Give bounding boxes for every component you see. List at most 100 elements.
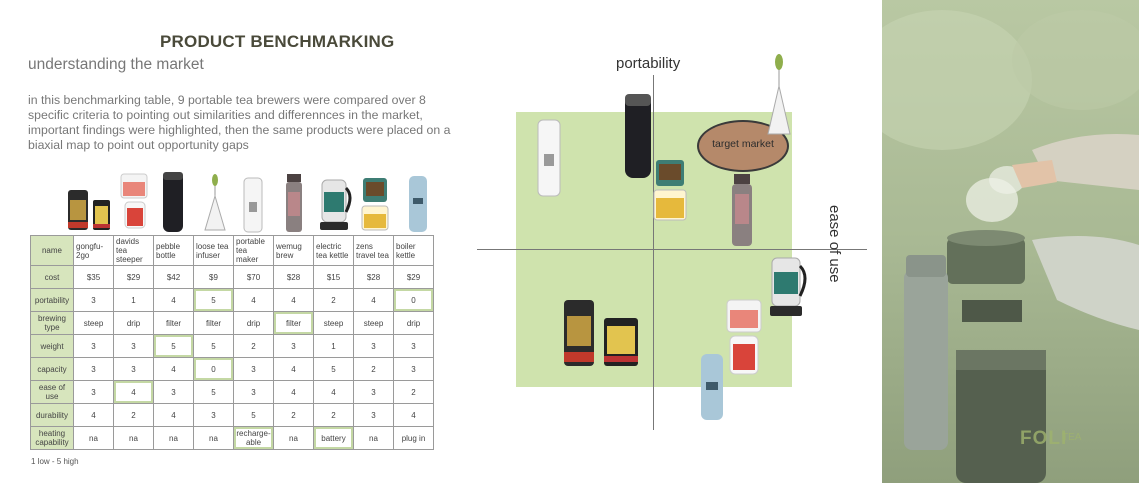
table-row: ease of use 3 4 3 5 3 4 4 3 2 [30,380,434,404]
table-cell: 3 [153,380,194,404]
table-cell: plug in [393,426,434,450]
scale-note: 1 low - 5 high [31,457,79,466]
intro-paragraph: in this benchmarking table, 9 portable t… [28,93,451,152]
map-x-axis-label: ease of use [826,205,843,283]
table-cell: 2 [233,334,274,358]
table-cell: $15 [313,265,354,289]
camping-tea-photo [882,0,1139,483]
row-header: cost [30,265,74,289]
target-market-label: target market [712,138,774,150]
row-header: capacity [30,357,74,381]
row-header: brewing type [30,311,74,335]
column-header: loose tea infuser [193,235,234,266]
page-subtitle: understanding the market [28,56,204,73]
map-x-axis [477,249,867,250]
table-cell: 3 [353,334,394,358]
table-row: cost $35 $29 $42 $9 $70 $28 $15 $28 $29 [30,265,434,289]
column-header: wemug brew [273,235,314,266]
map-product-teamaker [537,119,561,197]
column-header: zens travel tea [353,235,394,266]
table-cell: 3 [273,334,314,358]
table-cell: $28 [273,265,314,289]
map-product-wemug [732,174,752,246]
table-cell: 2 [313,288,354,312]
table-cell: 3 [193,403,234,427]
page-title: PRODUCT BENCHMARKING [160,32,395,51]
row-header: ease of use [30,380,74,404]
benchmark-table: name gongfu-2go davids tea steeper pebbl… [30,235,434,450]
table-corner-label: name [30,235,74,266]
table-cell: na [113,426,154,450]
table-cell: 2 [393,380,434,404]
table-cell: drip [113,311,154,335]
table-cell: na [73,426,114,450]
table-cell: $35 [73,265,114,289]
table-cell: $28 [353,265,394,289]
table-cell: 3 [113,357,154,381]
map-product-steeper [726,299,762,375]
table-cell: 4 [273,380,314,404]
product-image-infuser [204,174,226,231]
row-header: weight [30,334,74,358]
product-image-gongfu [68,190,110,230]
table-row: heating capability na na na na recharge-… [30,426,434,450]
table-row: durability 4 2 4 3 5 2 2 3 4 [30,403,434,427]
table-cell: 4 [153,357,194,381]
map-y-axis-label: portability [616,55,681,72]
column-header: boiler kettle [393,235,434,266]
map-y-axis [653,75,654,430]
map-product-infuser [767,54,791,135]
column-header: davids tea steeper [113,235,154,266]
table-cell: filter [273,311,314,335]
table-cell: 5 [233,403,274,427]
table-cell: 2 [113,403,154,427]
table-cell: 5 [153,334,194,358]
map-product-boiler [701,354,723,420]
table-cell: 3 [233,380,274,404]
table-cell: 1 [313,334,354,358]
map-product-pebble [625,94,651,178]
table-cell: $9 [193,265,234,289]
table-cell: na [153,426,194,450]
table-cell: na [273,426,314,450]
table-cell: 3 [73,357,114,381]
table-cell: 3 [353,403,394,427]
table-cell: 3 [353,380,394,404]
table-cell: 5 [313,357,354,381]
map-product-gongfu [564,300,638,366]
product-image-pebble [163,172,183,232]
table-cell: 4 [73,403,114,427]
table-cell: 3 [113,334,154,358]
table-cell: 4 [233,288,274,312]
table-cell: $29 [393,265,434,289]
table-cell: 0 [193,357,234,381]
table-cell: 5 [193,288,234,312]
table-cell: 3 [73,380,114,404]
table-cell: $42 [153,265,194,289]
table-cell: 3 [393,334,434,358]
table-cell: $29 [113,265,154,289]
brand-logo: FOLI [1020,428,1068,449]
table-cell: filter [153,311,194,335]
column-header: gongfu-2go [73,235,114,266]
row-header: heating capability [30,426,74,450]
row-header: durability [30,403,74,427]
table-cell: 4 [113,380,154,404]
table-cell: 4 [393,403,434,427]
table-cell: 3 [73,288,114,312]
brand-logo-suffix: TEA [1062,432,1082,443]
table-row: portability 3 1 4 5 4 4 2 4 0 [30,288,434,312]
table-cell: 4 [153,403,194,427]
table-cell: na [193,426,234,450]
table-row: brewing type steep drip filter filter dr… [30,311,434,335]
product-image-teamaker [243,177,263,233]
table-cell: 4 [273,288,314,312]
column-header: electric tea kettle [313,235,354,266]
table-row: capacity 3 3 4 0 3 4 5 2 3 [30,357,434,381]
product-image-steeper [120,173,148,229]
table-cell: 4 [273,357,314,381]
product-image-kettle [320,179,352,230]
column-header: portable tea maker [233,235,274,266]
table-cell: filter [193,311,234,335]
table-header-row: name gongfu-2go davids tea steeper pebbl… [30,235,434,266]
